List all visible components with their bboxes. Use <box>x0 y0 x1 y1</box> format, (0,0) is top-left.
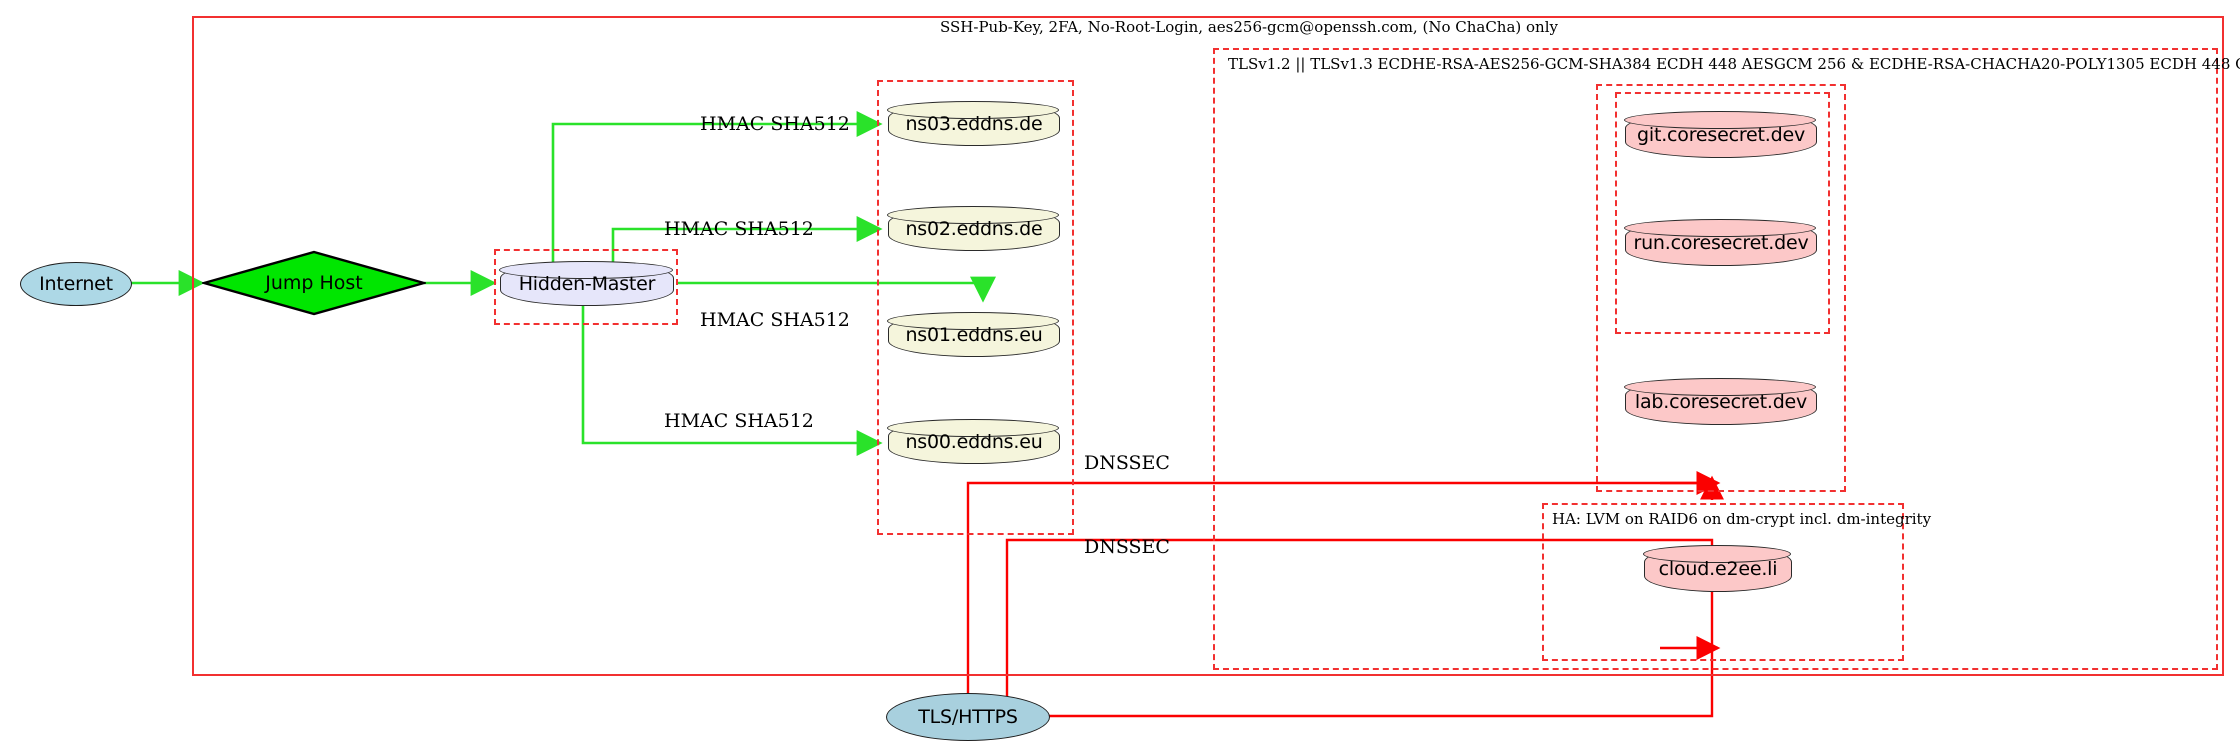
node-jump-host-label: Jump Host <box>265 272 363 294</box>
node-ns01[interactable]: ns01.eddns.eu <box>887 312 1060 357</box>
ssh-cluster-label: SSH-Pub-Key, 2FA, No-Root-Login, aes256-… <box>940 18 1558 36</box>
node-ns02[interactable]: ns02.eddns.de <box>887 206 1060 251</box>
edge-dnssec-lower <box>1005 538 1714 716</box>
ssh-outer-cluster <box>192 16 2224 676</box>
node-ns02-label: ns02.eddns.de <box>905 218 1043 240</box>
node-internet[interactable]: Internet <box>20 262 132 306</box>
node-ns03-label: ns03.eddns.de <box>905 113 1043 135</box>
hidden-master-cluster <box>494 249 678 325</box>
node-run-coresecret[interactable]: run.coresecret.dev <box>1624 219 1817 266</box>
node-tls-https-label: TLS/HTTPS <box>918 706 1018 728</box>
node-cloud-e2ee[interactable]: cloud.e2ee.li <box>1643 545 1792 592</box>
dns-cluster <box>877 80 1074 535</box>
node-run-coresecret-label: run.coresecret.dev <box>1633 232 1809 254</box>
node-ns01-label: ns01.eddns.eu <box>905 324 1043 346</box>
node-tls-https[interactable]: TLS/HTTPS <box>886 693 1050 741</box>
node-lab-coresecret[interactable]: lab.coresecret.dev <box>1624 378 1817 425</box>
coresecret-inner-cluster <box>1615 92 1830 334</box>
node-hidden-master-label: Hidden-Master <box>518 273 656 295</box>
coresecret-cluster <box>1596 84 1846 492</box>
edge-label-dnssec-lower: DNSSEC <box>1084 536 1170 558</box>
edge-label-hmac-ns02: HMAC SHA512 <box>664 218 814 240</box>
edge-label-hmac-ns01: HMAC SHA512 <box>700 309 850 331</box>
ha-cluster <box>1542 503 1904 661</box>
edge-tlshttps-outer <box>1049 648 1714 718</box>
node-git-coresecret[interactable]: git.coresecret.dev <box>1624 111 1817 158</box>
node-git-coresecret-label: git.coresecret.dev <box>1637 124 1805 146</box>
node-ns03[interactable]: ns03.eddns.de <box>887 101 1060 146</box>
edge-hiddenmaster-ns01 <box>676 276 996 303</box>
edge-label-hmac-ns03: HMAC SHA512 <box>700 113 850 135</box>
tls-cluster-label: TLSv1.2 || TLSv1.3 ECDHE-RSA-AES256-GCM-… <box>1228 55 2240 73</box>
tls-cluster <box>1213 48 2218 670</box>
edge-hiddenmaster-ns02 <box>611 216 883 262</box>
jump-host-diamond-shape <box>199 250 429 316</box>
edge-hiddenmaster-ns00 <box>581 304 883 456</box>
node-ns00-label: ns00.eddns.eu <box>905 431 1043 453</box>
edge-label-dnssec-upper: DNSSEC <box>1084 452 1170 474</box>
node-jump-host[interactable]: Jump Host <box>199 250 429 316</box>
node-ns00[interactable]: ns00.eddns.eu <box>887 419 1060 464</box>
ha-cluster-label: HA: LVM on RAID6 on dm-crypt incl. dm-in… <box>1552 510 1932 528</box>
node-internet-label: Internet <box>39 273 113 295</box>
node-hidden-master[interactable]: Hidden-Master <box>499 261 674 306</box>
node-cloud-e2ee-label: cloud.e2ee.li <box>1658 558 1778 580</box>
node-lab-coresecret-label: lab.coresecret.dev <box>1634 391 1808 413</box>
edge-label-hmac-ns00: HMAC SHA512 <box>664 410 814 432</box>
edge-hiddenmaster-ns03 <box>551 111 883 262</box>
